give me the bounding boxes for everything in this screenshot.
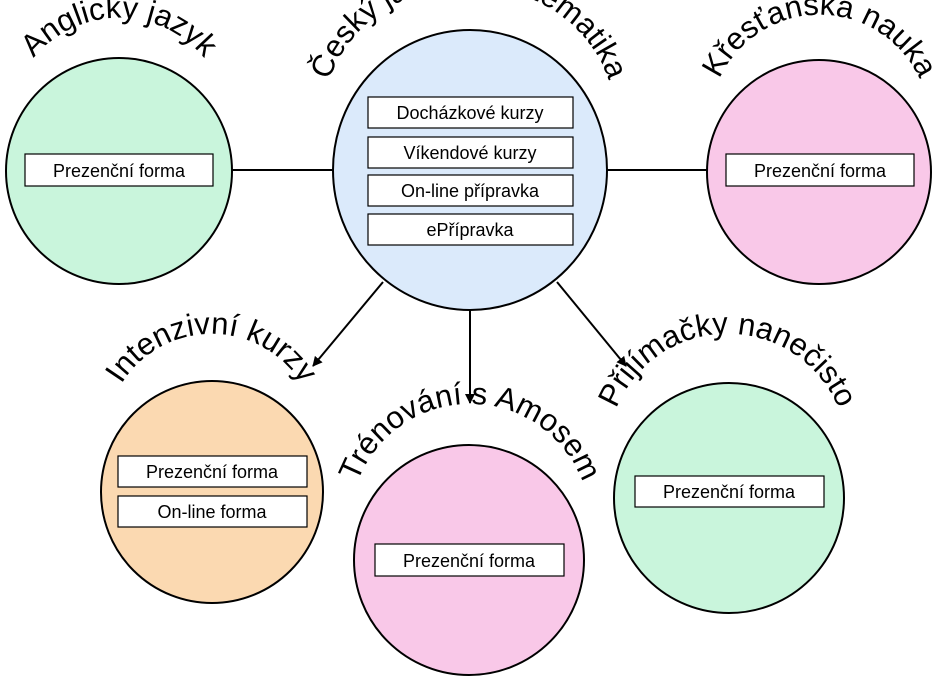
svg-text:Víkendové kurzy: Víkendové kurzy xyxy=(403,143,536,163)
label-center-0: Docházkové kurzy xyxy=(367,96,574,129)
node-english: Anglický jazyk Prezenční forma xyxy=(5,0,233,285)
label-center-3: ePřípravka xyxy=(367,213,574,246)
circle-intensive xyxy=(100,380,324,604)
node-title-intensive: Intenzivní kurzy xyxy=(98,306,325,389)
node-amos: Trénování s Amosem Prezenční forma xyxy=(332,376,608,676)
node-christian: Křesťanská nauka Prezenční forma xyxy=(695,0,940,285)
svg-text:On-line forma: On-line forma xyxy=(157,502,267,522)
node-title-english: Anglický jazyk xyxy=(13,0,225,63)
svg-text:On-line přípravka: On-line přípravka xyxy=(401,181,540,201)
node-mock: Přijímačky nanečisto Prezenční forma xyxy=(591,306,864,614)
arrow-intensive xyxy=(312,281,384,367)
label-christian-0: Prezenční forma xyxy=(725,153,915,187)
label-intensive-0: Prezenční forma xyxy=(117,455,308,488)
svg-text:Prezenční forma: Prezenční forma xyxy=(754,161,887,181)
svg-text:Prezenční forma: Prezenční forma xyxy=(403,551,536,571)
node-center: Český jazyk a matematika Docházkové kurz… xyxy=(303,0,635,311)
svg-text:Docházkové kurzy: Docházkové kurzy xyxy=(396,103,543,123)
arrow-mock xyxy=(556,281,627,367)
label-english-0: Prezenční forma xyxy=(24,153,214,187)
label-center-2: On-line přípravka xyxy=(367,174,574,207)
svg-text:ePřípravka: ePřípravka xyxy=(426,220,514,240)
label-amos-0: Prezenční forma xyxy=(374,543,565,577)
svg-text:Prezenční forma: Prezenční forma xyxy=(146,462,279,482)
label-mock-0: Prezenční forma xyxy=(634,475,825,508)
label-intensive-1: On-line forma xyxy=(117,495,308,528)
circle-center xyxy=(332,29,608,311)
label-center-1: Víkendové kurzy xyxy=(367,136,574,169)
node-intensive: Intenzivní kurzy Prezenční forma On-line… xyxy=(98,306,325,604)
svg-text:Prezenční forma: Prezenční forma xyxy=(663,482,796,502)
svg-text:Prezenční forma: Prezenční forma xyxy=(53,161,186,181)
